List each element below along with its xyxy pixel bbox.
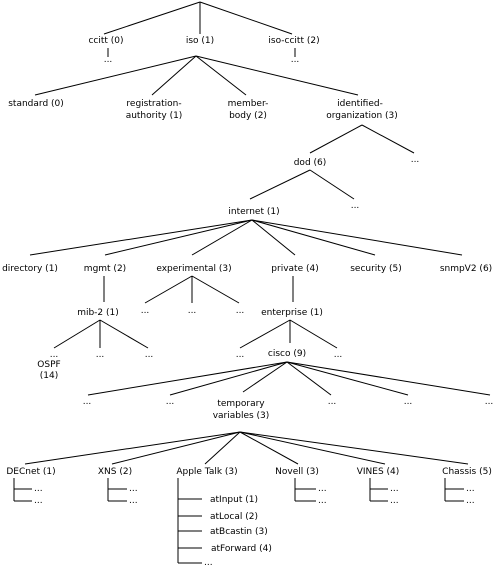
- node-novell-more-1: ...: [318, 484, 327, 494]
- node-novell: Novell (3): [275, 467, 319, 477]
- node-identified-organization-line1: identified-: [337, 99, 383, 109]
- node-dod-more: ...: [351, 201, 360, 211]
- node-decnet-more-2: ...: [34, 496, 43, 506]
- node-snmpv2: snmpV2 (6): [440, 264, 492, 274]
- node-xns-more-1: ...: [129, 484, 138, 494]
- node-mib-2-more-2: ...: [96, 350, 105, 360]
- node-xns: XNS (2): [98, 467, 132, 477]
- node-apple-talk-more: ...: [204, 558, 213, 566]
- node-experimental: experimental (3): [156, 264, 231, 274]
- node-chassis-more-2: ...: [466, 496, 475, 506]
- node-enterprise-more-right: ...: [334, 350, 343, 360]
- node-vines-more-1: ...: [390, 484, 399, 494]
- node-xns-more-2: ...: [129, 496, 138, 506]
- node-atforward: atForward (4): [211, 544, 272, 554]
- node-iso-ccitt-more: ...: [291, 55, 300, 65]
- node-vines: VINES (4): [357, 467, 400, 477]
- node-ospf-line2: (14): [40, 371, 58, 381]
- node-chassis: Chassis (5): [442, 467, 492, 477]
- node-cisco-more-3: ...: [328, 397, 337, 407]
- node-iso-ccitt: iso-ccitt (2): [268, 36, 319, 46]
- node-decnet: DECnet (1): [6, 467, 55, 477]
- node-ospf-line1: OSPF: [37, 360, 60, 370]
- node-identified-organization-more: ...: [411, 155, 420, 165]
- node-internet: internet (1): [228, 207, 279, 217]
- node-atbcastin: atBcastin (3): [210, 527, 268, 537]
- node-chassis-more-1: ...: [466, 484, 475, 494]
- node-experimental-more-2: ...: [188, 306, 197, 316]
- node-novell-more-2: ...: [318, 496, 327, 506]
- node-ccitt: ccitt (0): [88, 36, 123, 46]
- node-temporary-variables-line1: temporary: [217, 399, 265, 409]
- node-mib-2-more-3: ...: [145, 350, 154, 360]
- node-member-body-line1: member-: [228, 99, 269, 109]
- node-cisco-more-5: ...: [485, 397, 494, 407]
- node-identified-organization-line2: organization (3): [326, 111, 398, 121]
- node-cisco-more-1: ...: [83, 397, 92, 407]
- node-decnet-more-1: ...: [34, 484, 43, 494]
- node-enterprise-more-left: ...: [236, 350, 245, 360]
- node-atinput: atInput (1): [210, 495, 258, 505]
- node-experimental-more-3: ...: [236, 306, 245, 316]
- node-mgmt: mgmt (2): [84, 264, 126, 274]
- node-registration-authority-line2: authority (1): [126, 111, 183, 121]
- node-cisco-more-4: ...: [404, 397, 413, 407]
- node-directory: directory (1): [2, 264, 58, 274]
- node-private: private (4): [271, 264, 318, 274]
- node-mib-2-more-1: ...: [50, 350, 59, 360]
- node-experimental-more-1: ...: [141, 306, 150, 316]
- node-cisco-more-2: ...: [166, 397, 175, 407]
- node-temporary-variables-line2: variables (3): [213, 411, 270, 421]
- node-security: security (5): [350, 264, 402, 274]
- node-registration-authority-line1: registration-: [126, 99, 181, 109]
- node-apple-talk: Apple Talk (3): [176, 467, 237, 477]
- node-ccitt-more: ...: [104, 55, 113, 65]
- tree-edges: [13, 1, 491, 564]
- node-iso: iso (1): [186, 36, 214, 46]
- node-vines-more-2: ...: [390, 496, 399, 506]
- node-atlocal: atLocal (2): [210, 512, 258, 522]
- node-cisco: cisco (9): [268, 349, 306, 359]
- node-enterprise: enterprise (1): [261, 308, 323, 318]
- node-member-body-line2: body (2): [229, 111, 267, 121]
- node-mib-2: mib-2 (1): [77, 308, 119, 318]
- node-standard: standard (0): [8, 99, 64, 109]
- node-dod: dod (6): [294, 158, 327, 168]
